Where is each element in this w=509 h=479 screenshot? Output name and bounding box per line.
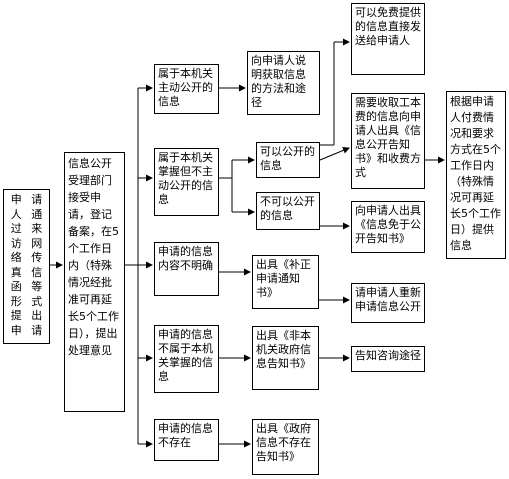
active-public-box: 属于本机关主动公开的信息 [154,64,219,114]
grasp-not-active-box: 属于本机关掌握但不主动公开的信息 [154,148,219,216]
inform-channel-box: 告知咨询途径 [351,346,425,372]
free-provide-box: 可以免费提供的信息直接发送给申请人 [351,3,425,75]
reapply-box: 请申请人重新申请信息公开 [351,283,425,323]
apply-box: 申人过访络真函形提申 请通来网传信等式出请 [3,189,50,344]
accept-box: 信息公开受理部门接受申请，登记备案，在5个工作日内（特殊情况经批准可再延长5个工… [64,152,125,412]
exempt-notice-box: 向申请人出具《信息免于公开告知书》 [351,201,425,253]
explain-method-box: 向申请人说明获取信息的方法和途径 [247,51,320,115]
apply-text-col1: 申人过访络真函形提申 [10,193,22,337]
can-public-box: 可以公开的信息 [256,142,320,178]
pay-deadline-box: 根据申请人付费情况和要求方式在5个工作日内（特殊情况可再延长5个工作日）提供信息 [446,91,506,259]
edge-can-fee [319,147,350,161]
fee-info-box: 需要收取工本费的信息向申请人出具《信息公开告知书》和收费方式 [351,93,425,189]
apply-text-col2: 请通来网传信等式出请 [31,193,43,337]
not-exist-box: 申请的信息不存在 [154,419,219,461]
not-grasped-box: 申请的信息不属于本机关掌握的信息 [154,325,219,393]
not-organ-notice-box: 出具《非本机关政府信息告知书》 [252,326,319,390]
correction-notice-box: 出具《补正申请通知书》 [252,255,319,309]
unclear-box: 申请的信息内容不明确 [154,242,219,296]
not-exist-notice-box: 出具《政府信息不存在告知书》 [252,419,319,475]
cannot-public-box: 不可以公开的信息 [256,192,320,230]
